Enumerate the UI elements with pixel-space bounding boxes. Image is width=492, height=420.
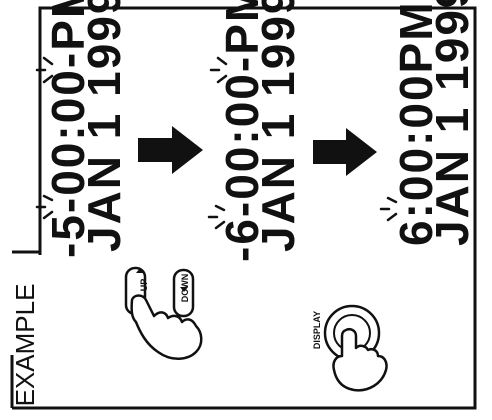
time-readout: -5-00:00-PM-: [42, 0, 94, 258]
time-readout: -6-00:00-PM-: [216, 0, 268, 262]
right-arrow-icon: [313, 128, 377, 176]
display-label: DISPLAY: [312, 311, 322, 349]
blink-marks-icon: [35, 56, 54, 220]
blink-marks-icon: [207, 56, 228, 230]
up-label: UP: [139, 279, 149, 292]
example-label: EXAMPLE: [10, 284, 40, 407]
right-arrow-icon: [138, 126, 203, 174]
display-button-group: DISPLAY: [312, 304, 388, 392]
time-readout: 6:00:00PM: [390, 0, 442, 246]
arrow-1: [138, 126, 203, 174]
up-down-buttons: UP DOWN: [124, 266, 203, 360]
display-step-3: 6:00:00PM JAN 1 1999: [379, 0, 478, 246]
up-triangle-icon: [136, 268, 144, 273]
down-button: [172, 268, 195, 318]
pointing-hand-icon: [130, 294, 203, 360]
down-triangle-icon: [180, 287, 188, 292]
date-readout: JAN 1 1999: [252, 0, 304, 252]
display-step-1: -5-00:00-PM- JAN 1 1999: [35, 0, 130, 258]
pointing-hand-icon: [332, 328, 388, 392]
arrow-2: [313, 128, 377, 176]
date-readout: JAN 1 1999: [78, 0, 130, 252]
display-step-2: -6-00:00-PM- JAN 1 1999: [207, 0, 304, 262]
date-readout: JAN 1 1999: [426, 0, 478, 246]
frame: [10, 6, 477, 410]
blink-marks-icon: [379, 196, 398, 222]
